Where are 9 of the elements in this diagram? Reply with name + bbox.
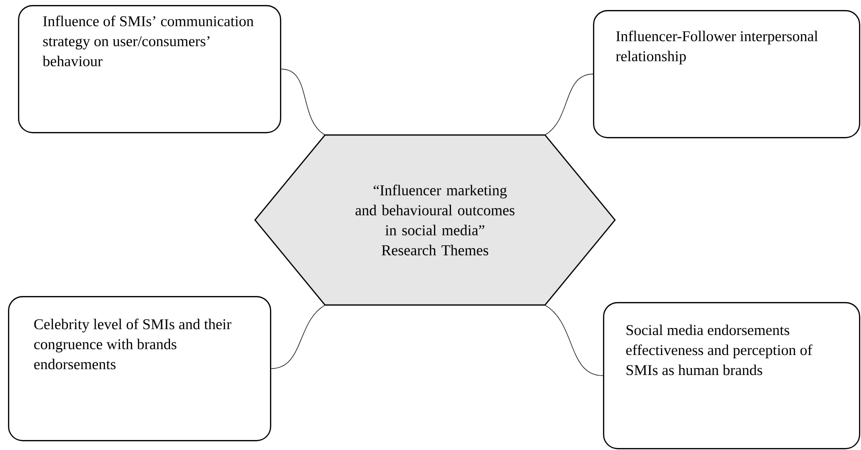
rounded-box: Influencer-Follower interpersonal relationship (593, 10, 860, 138)
connector-line (544, 304, 604, 376)
connector-line (544, 74, 594, 136)
hexagon: “Influencer marketing and behavioural outcomes in social media” Research Themes (254, 134, 616, 306)
connector-line (280, 68, 326, 136)
rounded-box: Social media endorsements effectiveness and perception of SMIs as human brands (603, 302, 860, 450)
connector-line (270, 304, 326, 369)
rounded-box: Celebrity level of SMIs and their congruence with brands endorsements (8, 296, 272, 442)
rounded-box: Influence of SMIs’ communication strategy on user/consumers’ behaviour (18, 5, 282, 134)
